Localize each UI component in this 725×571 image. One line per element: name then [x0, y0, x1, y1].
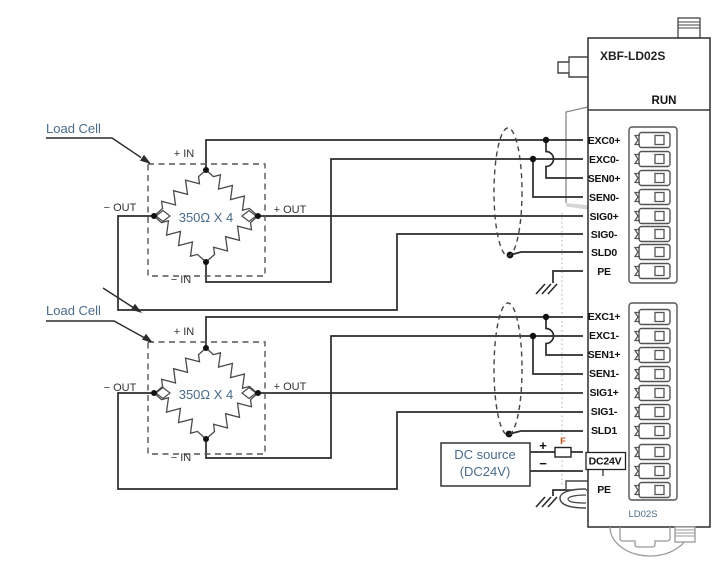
wire-sen1-minus-jumper — [532, 336, 583, 375]
shield-ellipse-ch1 — [493, 302, 523, 436]
terminal-labels-ch1: EXC1+ EXC1- SEN1+ SEN1- SIG1+ SIG1- SLD1… — [585, 311, 627, 496]
load-cell-label-0: Load Cell — [46, 121, 101, 136]
terminal-clamp-icon — [634, 243, 671, 261]
terminal-block-ch0 — [628, 126, 678, 284]
wire-exc1-minus — [205, 335, 583, 459]
bridge0-pin-plus-out: + OUT — [274, 204, 307, 216]
terminal-clamp-icon — [634, 150, 671, 168]
module-xbf-ld02s: XBF-LD02S RUN EXC0+ EXC0- SEN0+ SEN0- SI… — [557, 17, 711, 557]
dc-minus-sign: − — [539, 456, 547, 471]
terminal-label: PE — [597, 266, 611, 278]
wire-sen0-minus-jumper — [532, 159, 583, 198]
terminal-labels-ch0: EXC0+ EXC0- SEN0+ SEN0- SIG0+ SIG0- SLD0… — [588, 135, 621, 278]
wire-sig0-minus — [117, 215, 583, 311]
module-title: XBF-LD02S — [600, 49, 665, 63]
terminal-clamp-icon — [634, 443, 671, 461]
wire-sld0 — [509, 251, 583, 256]
bridge0-pin-minus-out: − OUT — [104, 202, 137, 214]
bridge1-value: 350Ω X 4 — [179, 387, 234, 402]
load-cell-callout-0: Load Cell — [46, 121, 151, 164]
terminal-label: EXC0- — [589, 154, 620, 166]
terminal-clamp-icon — [634, 308, 671, 326]
terminal-clamp-icon — [634, 131, 671, 149]
terminal-clamp-icon — [634, 384, 671, 402]
terminal-clamp-icon — [634, 207, 671, 225]
terminal-clamp-icon — [634, 365, 671, 383]
module-side-flange — [561, 106, 591, 486]
bridge0-pin-minus-in: − IN — [171, 274, 192, 286]
ground-symbol-ch0 — [535, 283, 558, 295]
wire-exc1-plus — [205, 316, 583, 348]
wire-sig1-minus — [117, 392, 583, 490]
run-led-label: RUN — [652, 95, 677, 107]
channel1-wiring — [117, 313, 583, 490]
terminal-label: SEN1- — [589, 368, 620, 380]
module-top-tab — [677, 17, 701, 39]
terminal-clamp-icon — [634, 169, 671, 187]
terminal-label: SIG0+ — [589, 211, 618, 223]
terminal-clamp-icon — [634, 462, 671, 480]
module-footer-label: LD02S — [628, 509, 657, 520]
terminal-label: DC24V — [589, 456, 622, 468]
bridge0-value: 350Ω X 4 — [179, 210, 234, 225]
terminal-clamp-icon — [634, 188, 671, 206]
terminal-clamp-icon — [634, 262, 671, 280]
wire-pe0 — [552, 270, 583, 283]
load-cell-callout-1: Load Cell — [46, 287, 153, 343]
terminal-block-ch1 — [628, 302, 678, 501]
dc-plus-sign: + — [539, 438, 547, 453]
load-cell-bridge-0: 350Ω X 4 + IN − OUT + OUT − IN — [104, 148, 307, 286]
wire-sld1 — [508, 430, 583, 435]
dc24v-label-box: DC24V — [585, 451, 627, 476]
dc-source-line2: (DC24V) — [460, 464, 511, 479]
terminal-clamp-icon — [634, 403, 671, 421]
bridge1-pin-minus-in: − IN — [171, 452, 192, 464]
wire-exc0-minus — [205, 158, 583, 283]
terminal-label: SEN1+ — [588, 349, 621, 361]
terminal-clamp-icon — [634, 327, 671, 345]
terminal-label: SEN0+ — [588, 173, 621, 185]
terminal-label: SIG1- — [591, 406, 618, 418]
terminal-clamp-icon — [634, 481, 671, 499]
terminal-label: EXC0+ — [588, 135, 621, 147]
module-bottom-connector — [609, 526, 696, 557]
module-clip-bottom — [559, 480, 588, 509]
terminal-clamp-icon — [634, 346, 671, 364]
shield-ellipse-ch0 — [493, 127, 523, 257]
dc-source: DC source (DC24V) + − F — [440, 436, 572, 487]
terminal-label: EXC1- — [589, 330, 620, 342]
module-clip-top — [557, 56, 588, 78]
terminal-label: SLD1 — [591, 425, 617, 437]
terminal-label: PE — [597, 484, 611, 496]
bridge0-pin-plus-in: + IN — [174, 148, 195, 160]
wire-sen0-plus-jumper — [545, 140, 583, 179]
terminal-label: EXC1+ — [588, 311, 621, 323]
terminal-label: SEN0- — [589, 192, 620, 204]
terminal-label: SIG1+ — [589, 387, 618, 399]
terminal-label: SLD0 — [591, 247, 617, 259]
terminal-clamp-icon — [634, 422, 671, 440]
terminal-label: SIG0- — [591, 229, 618, 241]
fuse-icon — [554, 446, 572, 458]
bridge1-pin-plus-in: + IN — [174, 326, 195, 338]
fuse-label: F — [560, 436, 566, 447]
wire-exc0-plus — [205, 139, 583, 170]
dc-source-line1: DC source — [454, 447, 515, 462]
load-cell-label-1: Load Cell — [46, 303, 101, 318]
terminal-clamp-icon — [634, 225, 671, 243]
load-cell-bridge-1: 350Ω X 4 + IN − OUT + OUT − IN — [104, 326, 307, 464]
bridge1-pin-minus-out: − OUT — [104, 382, 137, 394]
wire-sen1-plus-jumper — [545, 317, 583, 356]
bridge1-pin-plus-out: + OUT — [274, 381, 307, 393]
